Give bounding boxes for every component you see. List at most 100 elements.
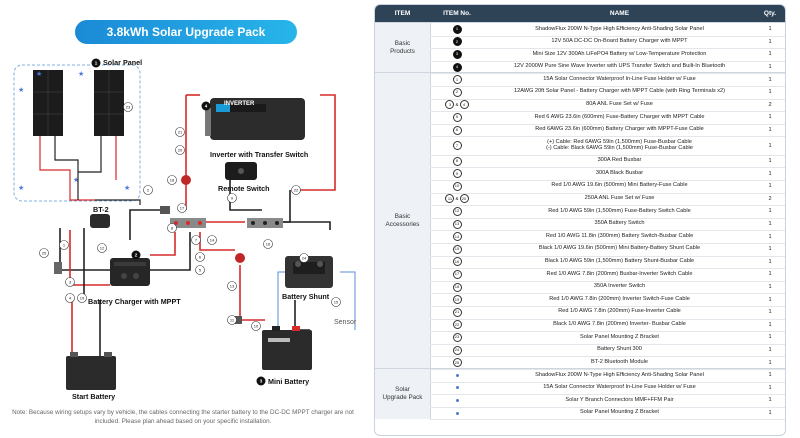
fuse-20 [160,206,170,214]
shunt-label: Battery Shunt [282,292,330,301]
item-number-badge: 3 [452,49,462,59]
header-item: ITEM [394,10,411,17]
svg-text:11: 11 [230,318,235,323]
svg-text:4: 4 [205,104,208,109]
item-number-badge: 10 [452,181,462,191]
svg-text:1: 1 [95,61,98,66]
item-name: 300A Red Busbar [597,157,642,164]
item-number: 6 [430,125,484,135]
item-name: Red 1/0 AWG 11.8in (300mm) Battery Switc… [545,232,694,239]
svg-text:9: 9 [231,196,234,201]
item-name: 80A ANL Fuse Set w/ Fuse [586,101,653,108]
svg-text:21: 21 [178,130,183,135]
item-number-badge: 7 [452,141,462,151]
item-name: 15A Solar Connector Waterproof In-Line F… [543,75,696,82]
svg-text:2: 2 [147,188,150,193]
item-number: 7 [430,141,484,151]
item-number-badge: 5 [452,112,462,122]
svg-text:1: 1 [63,243,66,248]
table-row: 19 Red 1/0 AWG 7.8in (200mm) Inverter Swi… [430,293,785,307]
svg-text:7: 7 [195,238,198,243]
svg-text:12: 12 [100,246,105,251]
item-qty: 1 [768,76,772,83]
mini-battery-body [262,330,312,370]
item-number-badge: 23 [452,332,462,342]
group-label: Basic Accessories [375,73,431,369]
item-qty: 1 [768,142,772,149]
item-number-badge: 16 [452,257,462,267]
ampersand: & [455,196,459,202]
svg-text:8: 8 [171,226,174,231]
item-number [430,398,484,402]
inverter-label: Inverter with Transfer Switch [210,150,309,159]
item-qty: 1 [768,233,772,240]
bullet-icon [455,386,459,390]
item-name: 15A Solar Connector Waterproof In-Line F… [543,384,696,391]
item-number-badge: 19 [452,295,462,305]
item-number-badge: 15 [452,244,462,254]
wiring-svg: ★ ★ ★ ★ ★ ★ [13,58,356,390]
bullet-icon [455,411,459,415]
item-number [430,411,484,415]
inverter-brand-label: INVERTER [224,101,255,107]
item-number-badge: 6 [452,125,462,135]
item-qty: 1 [768,284,772,291]
item-name: 350A Battery Switch [594,220,645,227]
item-number-badge: 14 [452,232,462,242]
item-qty: 1 [768,208,772,215]
svg-text:3: 3 [260,379,263,384]
solar-panel-label: Solar Panel [103,58,143,67]
svg-text:★: ★ [78,70,84,78]
item-qty: 1 [768,64,772,71]
item-number-badge: 2 [452,87,462,97]
table-group: Basic Accessories 1 15A Solar Connector Wa… [375,72,785,370]
start-battery-body [66,356,116,390]
table-row: 4 12V 2000W Pure Sine Wave Inverter with … [430,61,785,75]
svg-text:17: 17 [180,206,185,211]
svg-text:15: 15 [334,300,339,305]
fuse-11 [232,316,242,324]
item-number: 23 [430,332,484,342]
item-qty: 1 [768,26,772,33]
wiring-note: Note: Because wiring setups vary by vehi… [12,409,354,425]
item-number: 22 [430,320,484,330]
item-name: Red 1/0 AWG 7.8in (200mm) Inverter Switc… [549,295,690,302]
group-label: Basic Products [375,23,431,74]
item-number: 18 [430,282,484,292]
item-number-badge: 11 [445,194,455,204]
item-number: 3&4 [430,100,484,110]
item-qty: 2 [768,195,772,202]
item-name: Red 1/0 AWG 7.8in (200mm) Fuse-Inverter … [558,308,681,315]
fuse-3 [54,262,62,274]
item-number: 10 [430,181,484,191]
item-name: 12V 2000W Pure Sine Wave Inverter with U… [513,63,726,70]
mini-battery-label: Mini Battery [268,377,310,386]
item-number: 21 [430,307,484,317]
item-name: Red 6 AWG 23.6in (600mm) Fuse-Battery Ch… [534,113,705,120]
table-header: ITEM ITEM No. NAME Qty. [375,5,785,22]
svg-text:23: 23 [126,105,131,110]
item-name: Solar Panel Mounting Z Bracket [580,333,659,340]
item-qty: 1 [768,347,772,354]
item-number: 4 [430,62,484,72]
item-number-badge: 25 [452,358,462,368]
header-qty: Qty. [763,10,777,17]
item-name: Red 1/0 AWG 19.6in (500mm) Mini Battery-… [551,182,688,189]
item-name: Red 1/0 AWG 59in (1,500mm) Fuse-Battery … [548,207,691,214]
item-number: 13 [430,219,484,229]
item-number-badge: 3 [445,100,455,110]
item-qty: 1 [768,271,772,278]
